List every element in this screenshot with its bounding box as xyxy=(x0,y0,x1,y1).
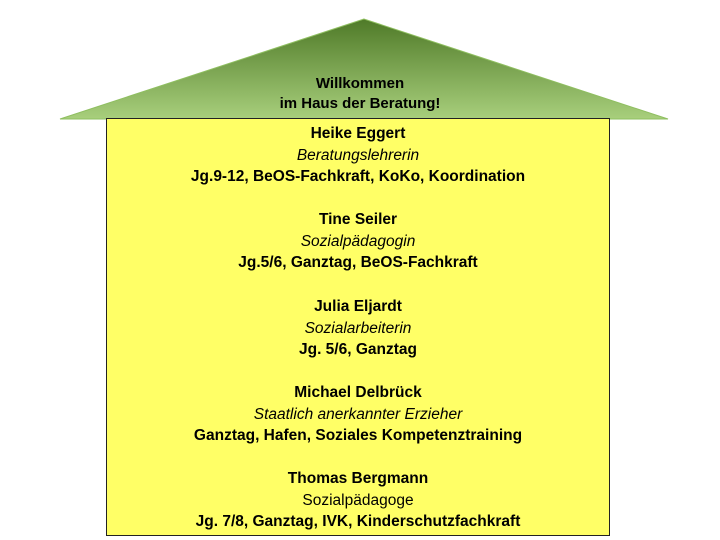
staff-name: Julia Eljardt xyxy=(314,298,402,315)
roof-title-line-1: Willkommen xyxy=(315,75,405,92)
staff-name: Heike Eggert xyxy=(310,125,406,142)
staff-role: Staatlich anerkannter Erzieher xyxy=(253,405,463,423)
roof-title-line-2: im Haus der Beratung! xyxy=(279,95,441,112)
staff-duties: Ganztag, Hafen, Soziales Kompetenztraini… xyxy=(193,427,523,444)
house-body: Heike Eggert Beratungslehrerin Jg.9-12, … xyxy=(106,118,610,536)
staff-role: Sozialarbeiterin xyxy=(304,319,412,337)
staff-entry-heike-eggert: Heike Eggert Beratungslehrerin Jg.9-12, … xyxy=(107,123,609,188)
staff-name: Michael Delbrück xyxy=(294,384,422,401)
staff-duties: Jg.9-12, BeOS-Fachkraft, KoKo, Koordinat… xyxy=(190,168,526,185)
staff-duties: Jg. 7/8, Ganztag, IVK, Kinderschutzfachk… xyxy=(195,513,521,530)
staff-entry-michael-delbrueck: Michael Delbrück Staatlich anerkannter E… xyxy=(107,382,609,447)
staff-entry-thomas-bergmann: Thomas Bergmann Sozialpädagoge Jg. 7/8, … xyxy=(107,468,609,533)
staff-duties: Jg.5/6, Ganztag, BeOS-Fachkraft xyxy=(238,254,478,271)
staff-role: Beratungslehrerin xyxy=(296,146,420,164)
staff-duties: Jg. 5/6, Ganztag xyxy=(298,341,417,358)
staff-role: Sozialpädagogin xyxy=(300,232,416,250)
staff-role: Sozialpädagoge xyxy=(302,491,414,509)
staff-entry-julia-eljardt: Julia Eljardt Sozialarbeiterin Jg. 5/6, … xyxy=(107,296,609,361)
staff-entry-tine-seiler: Tine Seiler Sozialpädagogin Jg.5/6, Ganz… xyxy=(107,209,609,274)
staff-name: Tine Seiler xyxy=(318,211,398,228)
staff-name: Thomas Bergmann xyxy=(287,470,429,487)
